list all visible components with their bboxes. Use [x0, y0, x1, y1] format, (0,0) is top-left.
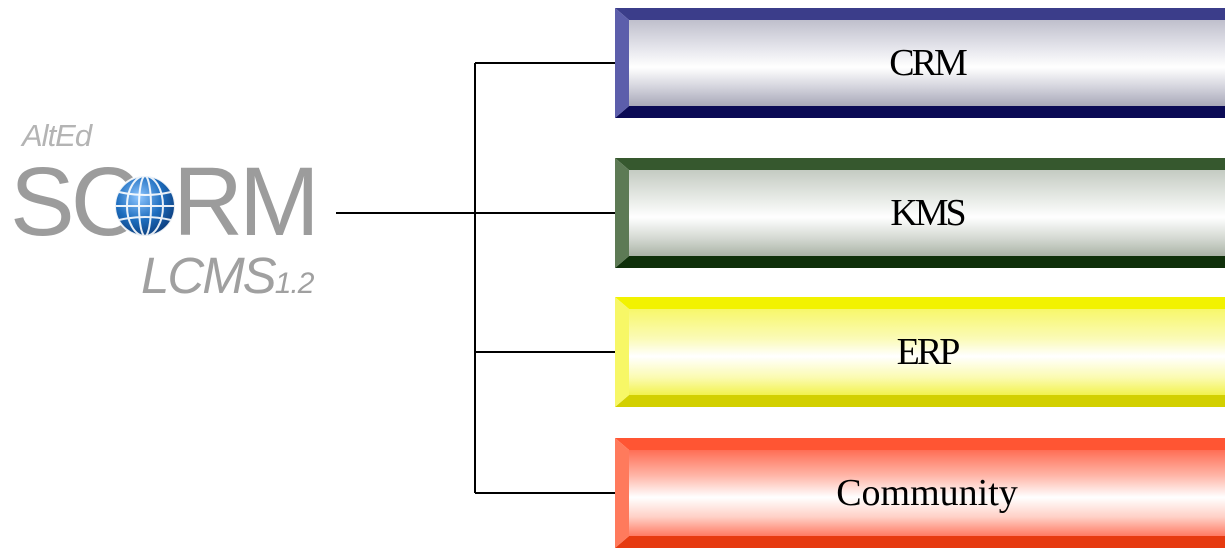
globe-icon: [114, 175, 176, 237]
logo-subtitle-text: LCMS: [141, 247, 277, 304]
node-crm-label: CRM: [889, 42, 967, 84]
node-kms: KMS: [615, 158, 1225, 268]
node-crm: CRM: [615, 8, 1225, 118]
node-erp: ERP: [615, 297, 1225, 407]
node-erp-label: ERP: [896, 331, 961, 373]
logo-version: 1.2: [274, 267, 315, 300]
logo-subtitle: LCMS1.2: [141, 246, 315, 314]
logo-product-suffix: RM: [173, 147, 320, 256]
node-kms-label: KMS: [890, 192, 966, 234]
node-community-label: Community: [836, 472, 1018, 514]
logo-brand-text: AltEd: [22, 118, 92, 153]
node-community: Community: [615, 438, 1225, 548]
alted-scorm-lcms-logo: AltEd SC RM LCMS1: [0, 0, 340, 330]
